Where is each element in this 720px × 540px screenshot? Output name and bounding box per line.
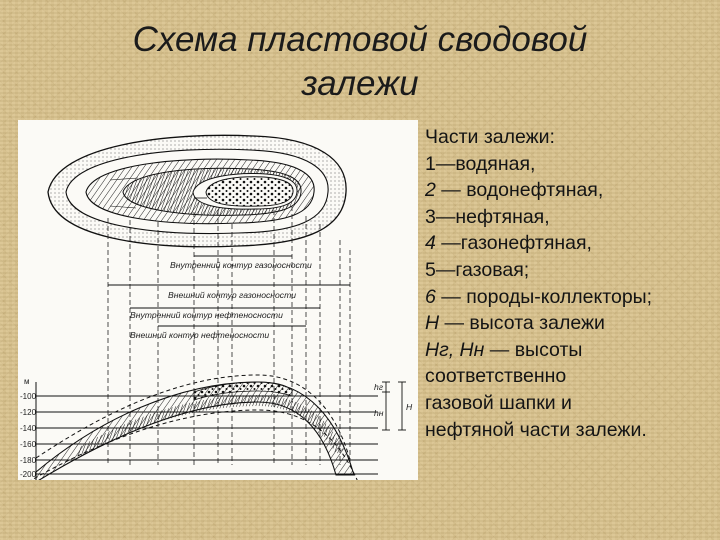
label-oil-inner: Внутренний контур нефтеносности [130, 310, 283, 320]
legend-item-6-text: — породы-коллекторы; [435, 285, 653, 308]
slide-title: Схема пластовой сводовой залежи [0, 18, 720, 106]
oil-layer-section [78, 395, 343, 458]
depth-tick-180: -180 [20, 456, 37, 465]
legend-item-2-text: — водонефтяная, [435, 179, 604, 202]
legend-item-6-num: 6 [425, 285, 436, 308]
label-H: Н [406, 402, 413, 412]
label-gas-inner: Внутренний контур газоносности [170, 260, 312, 270]
height-markers [382, 381, 406, 431]
legend-item-2-num: 2 [425, 179, 436, 202]
legend-hg-text: — высоты [484, 338, 583, 361]
legend-line-12: нефтяной части залежи. [425, 418, 647, 441]
legend-item-5: 5—газовая; [425, 258, 530, 281]
depth-tick-120: -120 [20, 408, 37, 417]
legend-item-4: 4 —газонефтяная, [425, 230, 715, 257]
depth-axis: м -100 -120 -140 -160 -180 -200 [20, 377, 378, 479]
legend-item-4-num: 4 [425, 232, 436, 255]
label-gas-outer: Внешний контур газоносности [168, 290, 296, 300]
depth-tick-200: -200 [20, 470, 37, 479]
label-hn: hн [374, 408, 384, 418]
legend-line-10: соответственно [425, 365, 567, 388]
legend-line-11: газовой шапки и [425, 391, 572, 414]
plan-view [47, 134, 347, 248]
legend-h-text: — высота залежи [439, 312, 605, 335]
legend-heading: Части залежи: [425, 126, 555, 148]
depth-tick-140: -140 [20, 424, 37, 433]
legend-item-4-text: —газонефтяная, [435, 232, 592, 255]
legend-item-2: 2 — водонефтяная, [425, 177, 715, 204]
cross-section [30, 374, 358, 480]
legend-h-symbol: Н [425, 312, 440, 335]
depth-tick-160: -160 [20, 440, 37, 449]
gas-cap-section [193, 381, 293, 401]
reservoir-diagram-svg: Внутренний контур газоносности Внешний к… [20, 134, 413, 480]
title-line-1: Схема пластовой сводовой [132, 20, 588, 59]
depth-tick-100: -100 [20, 392, 37, 401]
legend: Части залежи: 1—водяная, 2 — водонефтяна… [425, 124, 715, 443]
legend-item-h: Н — высота залежи [425, 310, 715, 337]
legend-item-3: 3—нефтяная, [425, 205, 550, 228]
projection-lines [107, 206, 351, 465]
depth-unit: м [24, 377, 30, 386]
legend-item-hg: Нг, Нн — высоты [425, 337, 715, 364]
legend-item-1: 1—водяная, [425, 152, 536, 175]
reservoir-diagram: Внутренний контур газоносности Внешний к… [18, 120, 418, 480]
title-line-2: залежи [301, 64, 419, 103]
gas-zone [205, 176, 294, 207]
contour-dimensions [108, 255, 350, 327]
legend-item-6: 6 — породы-коллекторы; [425, 284, 715, 311]
label-hg: hг [374, 382, 384, 392]
legend-hg-symbol: Нг, Нн [425, 338, 485, 361]
label-oil-outer: Внешний контур нефтеносности [130, 330, 269, 340]
